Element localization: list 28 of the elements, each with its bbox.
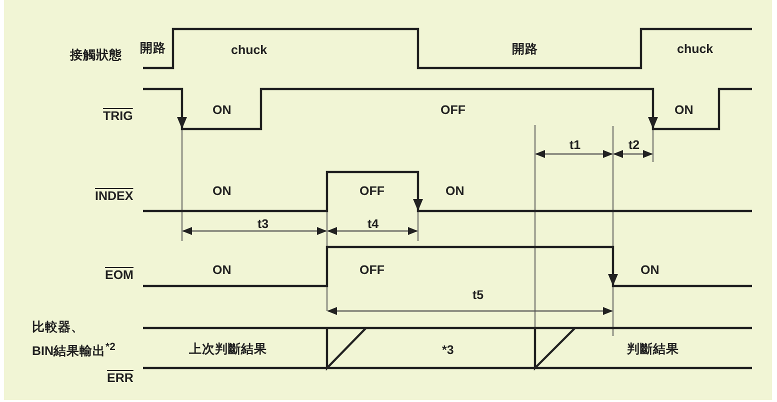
signal-name: 比較器、 — [32, 320, 84, 334]
note-mark: *3 — [442, 342, 454, 358]
time-label: t4 — [368, 216, 379, 232]
state-label: ON — [212, 262, 232, 278]
state-label: ON — [212, 102, 232, 118]
state-label: OFF — [360, 184, 384, 198]
signal-name: TRIG — [103, 108, 133, 124]
signal-name: EOM — [105, 268, 134, 282]
state-label: chuck — [231, 42, 268, 58]
state-label: 開路 — [512, 42, 538, 56]
signal-name: INDEX — [95, 188, 134, 204]
time-label: t1 — [570, 138, 581, 152]
state-label: ON — [674, 102, 694, 118]
state-label: ON — [212, 184, 232, 198]
time-label: t5 — [472, 288, 484, 302]
signal-name: ERR — [107, 370, 134, 386]
time-label: t2 — [628, 138, 640, 152]
state-label: OFF — [440, 102, 466, 118]
signal-name: BIN結果輸出$^{*2}$ — [32, 340, 116, 359]
state-label: ON — [446, 184, 464, 198]
state-label: 開路 — [140, 40, 166, 56]
time-label: t3 — [258, 216, 269, 232]
signal-name: 接觸狀態 — [70, 48, 122, 62]
state-label: 上次判斷結果 — [189, 342, 267, 356]
state-label: 判斷結果 — [627, 342, 679, 356]
state-label: OFF — [360, 262, 384, 278]
state-label: chuck — [677, 42, 714, 56]
state-label: ON — [640, 262, 660, 278]
